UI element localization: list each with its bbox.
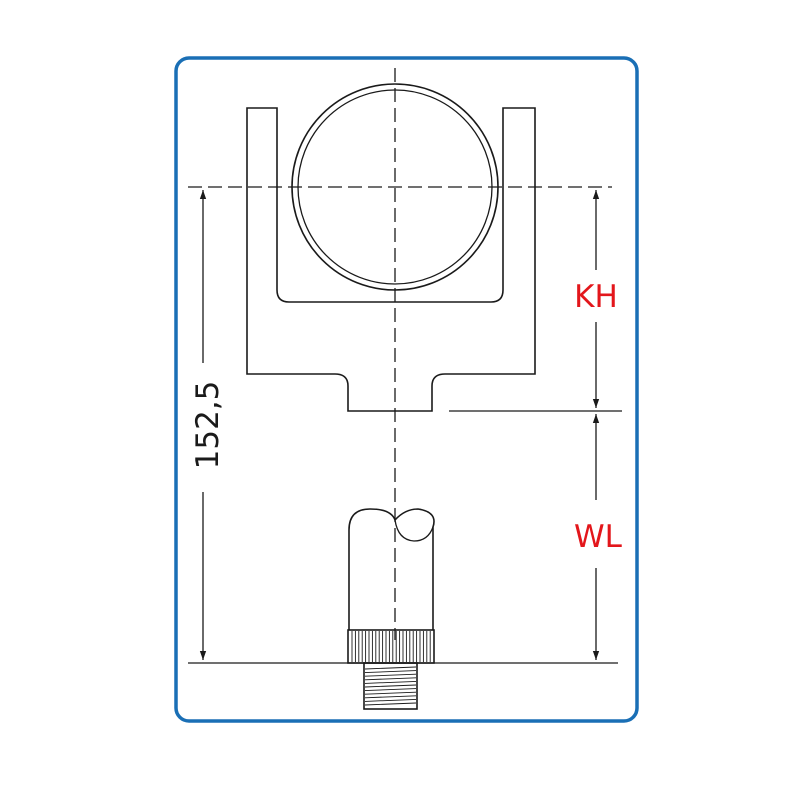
threaded-stub <box>363 662 418 710</box>
wl-dimension-label: WL <box>574 519 623 555</box>
thread-line <box>364 702 417 706</box>
knurl-lines <box>351 631 431 662</box>
prism-holder-bracket <box>246 107 536 412</box>
thread-line <box>364 670 417 674</box>
knurled-collar <box>347 629 435 664</box>
adapter-tip <box>348 508 435 630</box>
frame-border <box>174 56 639 723</box>
thread-line <box>364 666 417 670</box>
thread-line <box>364 677 417 681</box>
thread-line <box>364 698 417 702</box>
thread-lines <box>364 666 417 706</box>
adapter-notch-curve <box>394 519 434 542</box>
thread-line <box>364 684 417 688</box>
kh-dimension-label: KH <box>574 279 618 315</box>
overall-dimension-label: 152,5 <box>190 381 226 470</box>
thread-line <box>364 673 417 677</box>
thread-line <box>364 695 417 699</box>
thread-line <box>364 688 417 692</box>
thread-line <box>364 680 417 684</box>
thread-line <box>364 691 417 695</box>
